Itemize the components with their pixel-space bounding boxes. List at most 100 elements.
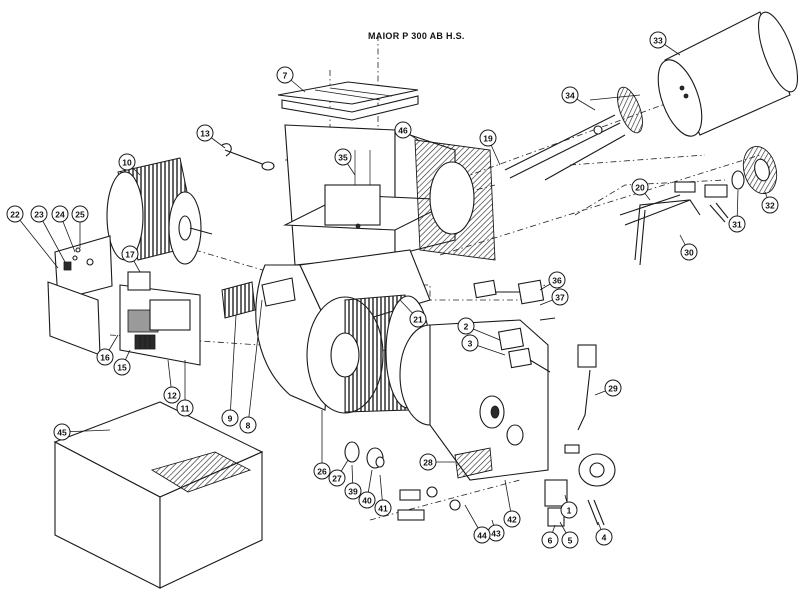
diffuser-and-electrodes xyxy=(619,146,778,266)
callout-bubble xyxy=(51,205,69,223)
callout-45: 45 xyxy=(53,423,111,441)
callout-4: 4 xyxy=(595,521,613,546)
callout-bubble xyxy=(548,271,566,289)
callout-bubble xyxy=(276,66,294,84)
callout-bubble xyxy=(503,510,521,528)
callout-label: 3 xyxy=(468,339,473,349)
callout-label: 29 xyxy=(608,384,618,394)
callout-leader xyxy=(247,299,263,426)
ignition-rod-assembly xyxy=(504,86,643,181)
callout-bubble xyxy=(328,469,346,487)
callout-46: 46 xyxy=(394,121,419,141)
callout-label: 42 xyxy=(507,515,517,525)
flange-gasket xyxy=(414,139,496,261)
callout-bubble xyxy=(595,528,613,546)
callout-31: 31 xyxy=(728,189,746,233)
callout-label: 25 xyxy=(75,210,85,220)
callout-36: 36 xyxy=(539,271,566,291)
callout-bubble xyxy=(71,205,89,223)
callout-30: 30 xyxy=(679,234,698,261)
callout-label: 20 xyxy=(635,183,645,193)
callout-label: 27 xyxy=(332,474,342,484)
callout-bubble xyxy=(163,386,181,404)
callout-bubble xyxy=(96,348,114,366)
callout-7: 7 xyxy=(276,66,306,93)
callout-label: 7 xyxy=(283,71,288,81)
callout-20: 20 xyxy=(631,178,651,201)
callout-bubble xyxy=(118,153,136,171)
callout-label: 2 xyxy=(464,322,469,332)
callout-label: 12 xyxy=(167,391,177,401)
callout-bubble xyxy=(394,121,412,139)
callout-label: 31 xyxy=(732,220,742,230)
top-cover-plate xyxy=(277,81,419,121)
callout-bubble xyxy=(457,317,475,335)
callout-leader xyxy=(229,314,237,419)
callout-label: 37 xyxy=(555,293,565,303)
callout-40: 40 xyxy=(358,469,376,509)
callout-33: 33 xyxy=(649,31,681,56)
callout-bubble xyxy=(196,124,214,142)
callout-bubble xyxy=(334,148,352,166)
callout-bubble xyxy=(313,462,331,480)
callout-label: 10 xyxy=(122,158,132,168)
callout-43: 43 xyxy=(487,519,505,542)
callout-24: 24 xyxy=(51,205,76,253)
oil-pump-group xyxy=(544,344,616,527)
callout-3: 3 xyxy=(461,334,506,356)
callout-27: 27 xyxy=(328,459,349,487)
control-box xyxy=(119,271,201,366)
callout-bubble xyxy=(409,310,427,328)
callout-label: 32 xyxy=(765,201,775,211)
flame-tube xyxy=(657,11,799,137)
control-panel xyxy=(47,235,113,356)
callout-bubble xyxy=(561,86,579,104)
callout-5: 5 xyxy=(559,521,579,549)
callout-label: 5 xyxy=(568,536,573,546)
callout-label: 16 xyxy=(100,353,110,363)
callout-label: 45 xyxy=(57,428,67,438)
callout-17: 17 xyxy=(121,245,141,273)
callout-label: 28 xyxy=(423,458,433,468)
callout-label: 4 xyxy=(602,533,607,543)
callout-bubble xyxy=(419,453,437,471)
callout-10: 10 xyxy=(118,153,141,176)
callout-22: 22 xyxy=(6,205,59,269)
callout-label: 23 xyxy=(34,210,44,220)
fittings xyxy=(344,441,461,521)
callout-bubble xyxy=(239,416,257,434)
callout-label: 24 xyxy=(55,210,65,220)
callout-label: 1 xyxy=(567,506,572,516)
callout-label: 43 xyxy=(491,529,501,539)
callout-label: 33 xyxy=(653,36,663,46)
callout-11: 11 xyxy=(176,360,194,417)
callout-label: 44 xyxy=(477,531,487,541)
callout-2: 2 xyxy=(457,317,501,341)
callout-label: 8 xyxy=(246,421,251,431)
callout-bubble xyxy=(473,526,491,544)
callout-bubble xyxy=(560,501,578,519)
callout-39: 39 xyxy=(344,464,362,500)
callout-label: 13 xyxy=(200,129,210,139)
callout-leader xyxy=(38,213,66,263)
callout-label: 34 xyxy=(565,91,575,101)
callout-9: 9 xyxy=(221,314,239,427)
callout-bubble xyxy=(680,243,698,261)
callout-bubble xyxy=(344,482,362,500)
callout-leader xyxy=(14,213,59,269)
callout-bubble xyxy=(461,334,479,352)
callout-bubble xyxy=(649,31,667,49)
motor xyxy=(106,157,213,265)
callout-label: 22 xyxy=(10,210,20,220)
callout-label: 35 xyxy=(338,153,348,163)
air-damper-parts xyxy=(221,143,296,319)
callout-bubble xyxy=(121,245,139,263)
callout-label: 19 xyxy=(483,134,493,144)
callout-label: 39 xyxy=(348,487,358,497)
callout-label: 26 xyxy=(317,467,327,477)
callout-bubble xyxy=(176,399,194,417)
callout-label: 6 xyxy=(548,536,553,546)
diagram-title: MAIOR P 300 AB H.S. xyxy=(368,31,465,41)
